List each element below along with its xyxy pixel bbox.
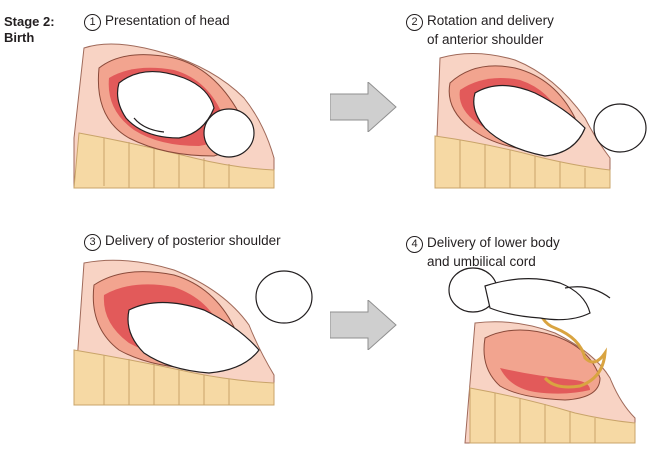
spine-segments [494,393,596,443]
arrow-3-to-4 [330,300,397,350]
baby [116,70,255,158]
step-1-text: Presentation of head [105,13,230,28]
spine [73,132,275,189]
baby [473,84,647,157]
arrow-1-to-2 [330,82,397,132]
scene-rotation-anterior-shoulder [434,52,647,189]
spine-segments [103,355,230,405]
step-3-number: 3 [84,234,101,251]
umbilical-cord [533,297,607,389]
step-3-label: 3 Delivery of posterior shoulder [84,232,281,251]
step-2-number: 2 [406,14,423,31]
step-4-text-line1: Delivery of lower body [427,235,560,250]
spine [469,387,636,444]
step-2-label: 2 Rotation and delivery of anterior shoul… [406,12,554,48]
baby [448,267,611,321]
step-1-label: 1 Presentation of head [84,12,230,31]
spine-segments [459,140,586,188]
stage-title: Stage 2: Birth [4,14,55,46]
baby [127,270,313,374]
step-2-text-line1: Rotation and delivery [427,13,554,28]
step-4-text-line2: and umbilical cord [427,254,536,269]
scene-lower-body-umbilical-cord [448,267,636,444]
spine [73,349,275,406]
spine-segments [103,138,230,188]
scene-presentation-of-head [73,43,275,189]
step-4-label: 4 Delivery of lower body and umbilical co… [406,234,560,270]
stage-title-line2: Birth [4,30,35,45]
step-1-number: 1 [84,14,101,31]
stage-title-line1: Stage 2: [4,14,55,29]
step-3-text: Delivery of posterior shoulder [105,233,281,248]
step-4-number: 4 [406,236,423,253]
scene-posterior-shoulder [73,259,313,406]
step-2-text-line2: of anterior shoulder [427,32,544,47]
